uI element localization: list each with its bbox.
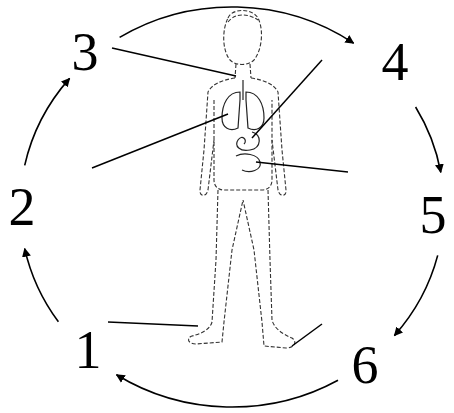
boy-figure: [189, 11, 295, 349]
neck: [235, 64, 251, 78]
cycle-arc: [120, 7, 354, 43]
right-leg: [243, 190, 295, 348]
callout-number: 6: [352, 338, 379, 392]
leader-line: [252, 60, 322, 138]
cycle-arrows: [25, 7, 441, 407]
leader-line: [92, 114, 228, 168]
callout-number: 4: [382, 35, 409, 89]
callout-number: 3: [72, 25, 99, 79]
leader-line: [112, 48, 236, 76]
cycle-arc: [25, 249, 59, 322]
cycle-arc: [394, 255, 437, 335]
hair: [228, 15, 258, 22]
leader-line: [292, 324, 322, 346]
callout-number: 1: [75, 323, 102, 377]
right-lung: [246, 92, 264, 130]
left-lung: [222, 92, 240, 130]
trachea: [242, 80, 243, 100]
organs: [222, 80, 264, 172]
cycle-arc: [416, 107, 441, 172]
cycle-arc: [25, 78, 70, 165]
leader-line: [108, 322, 198, 326]
callout-number: 2: [9, 180, 36, 234]
head: [224, 11, 262, 65]
callout-number: 5: [420, 188, 447, 242]
leader-line: [256, 162, 348, 172]
cycle-arc: [117, 375, 339, 407]
leader-lines: [92, 48, 348, 346]
left-leg: [189, 190, 243, 344]
